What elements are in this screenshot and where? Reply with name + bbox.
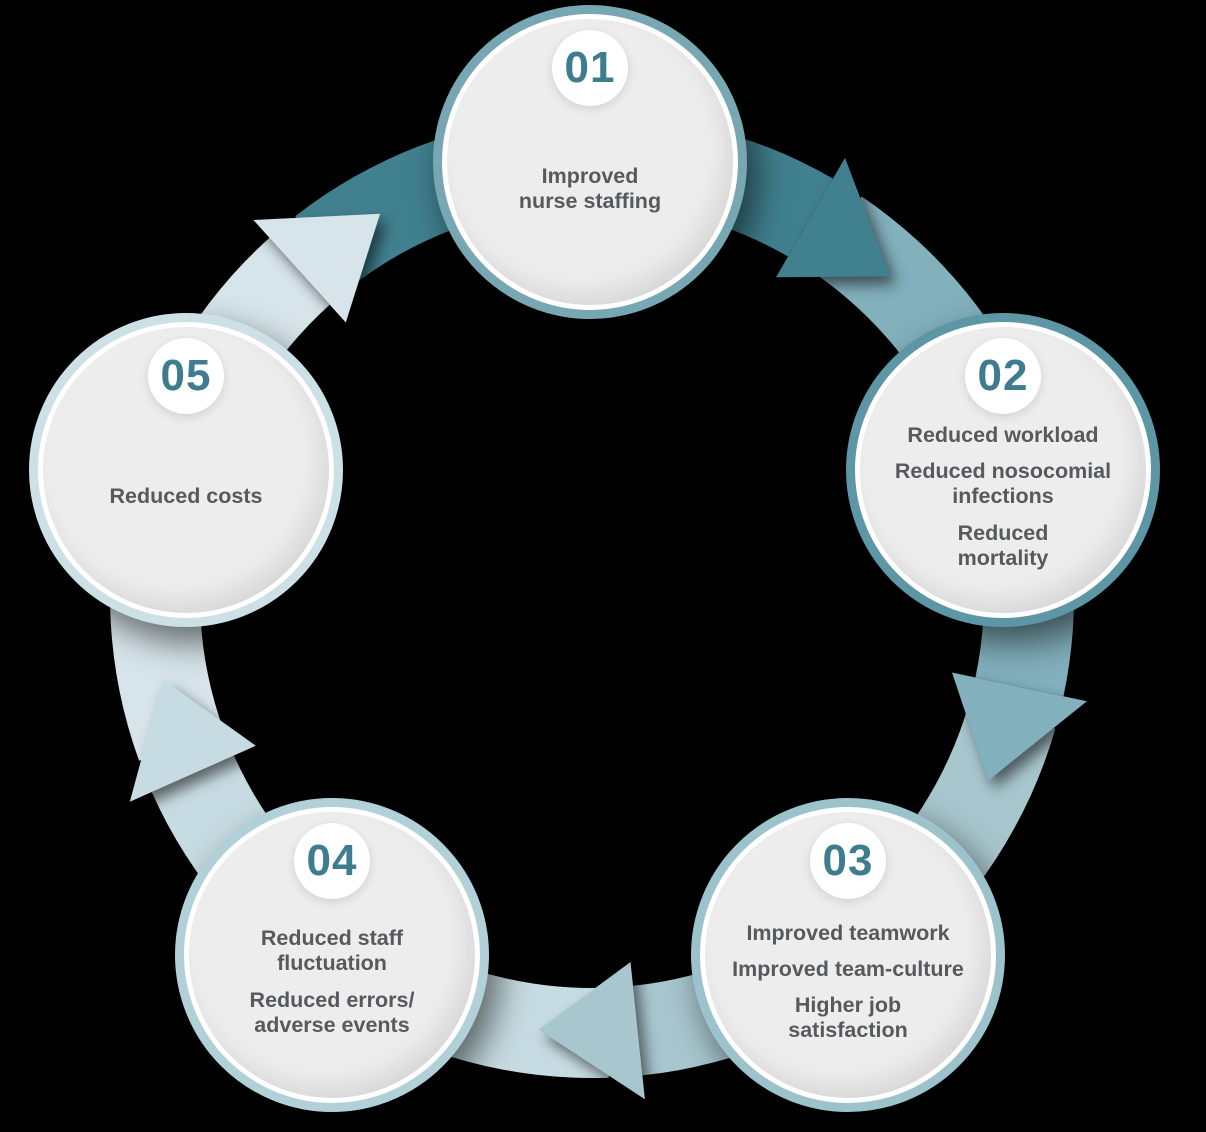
node-text-line: satisfaction [788,1018,908,1043]
node-01-number-badge: 01 [552,30,628,106]
node-01-number: 01 [564,43,616,92]
node-04-number: 04 [306,836,358,885]
node-03-number-badge: 03 [810,823,886,899]
node-text-line: Reduced [957,520,1049,545]
node-02-number-badge: 02 [965,338,1041,414]
node-text-item: Reduced costs [54,484,318,509]
cycle-node-05: 05 Reduced costs [29,313,343,627]
cycle-node-04: 04 Reduced staff fluctuation Reduced err… [175,798,489,1112]
node-text-line: nurse staffing [518,189,662,213]
node-text-line: Reduced costs [109,484,263,509]
node-text-line: adverse events [254,1012,410,1037]
node-05-number: 05 [160,351,212,400]
arrow-05-to-01-head-icon [253,213,381,323]
node-text-item: Improved team-culture [716,957,980,982]
arrow-01-to-02-head-icon [776,157,890,278]
arrow-03-to-04-head-icon [538,962,645,1100]
node-text-line: fluctuation [277,951,387,976]
node-text-line: Improved teamwork [746,920,950,945]
node-text-line: Reduced nosocomial [894,459,1112,484]
arrow-02-to-03-head-icon [952,672,1087,781]
node-text-item: Higher job satisfaction [716,993,980,1043]
node-05-text: Reduced costs [38,414,334,618]
node-text-item: Reduced nosocomial infections [871,459,1135,509]
node-text-line: Higher job [794,993,902,1017]
cycle-node-03: 03 Improved teamwork Improved team-cultu… [691,798,1005,1112]
node-text-line: mortality [957,545,1049,570]
node-text-line: Reduced errors/ [249,987,415,1012]
node-04-text: Reduced staff fluctuation Reduced errors… [184,899,480,1103]
node-text-item: Reduced errors/ adverse events [200,988,464,1038]
node-04-number-badge: 04 [294,823,370,899]
node-text-item: Reduced staff fluctuation [200,926,464,976]
node-text-item: Reduced mortality [871,521,1135,571]
node-03-text: Improved teamwork Improved team-culture … [700,899,996,1103]
node-text-line: Improved team-culture [732,956,964,981]
node-text-item: Reduced workload [871,423,1135,448]
node-text-line: Reduced workload [907,423,1099,448]
node-03-number: 03 [822,836,874,885]
node-text-item: Improved nurse staffing [458,164,722,214]
node-text-line: infections [952,484,1054,509]
node-05-number-badge: 05 [148,338,224,414]
node-02-number: 02 [977,351,1029,400]
node-text-line: Improved [541,163,639,188]
arrow-04-to-05-head-icon [129,679,256,802]
node-01-text: Improved nurse staffing [442,106,738,310]
cycle-node-01: 01 Improved nurse staffing [433,5,747,319]
node-text-line: Reduced staff [260,926,404,951]
cycle-node-02: 02 Reduced workload Reduced nosocomial i… [846,313,1160,627]
node-02-text: Reduced workload Reduced nosocomial infe… [855,414,1151,618]
arrow-05-to-01-body [110,237,330,761]
node-text-item: Improved teamwork [716,921,980,946]
